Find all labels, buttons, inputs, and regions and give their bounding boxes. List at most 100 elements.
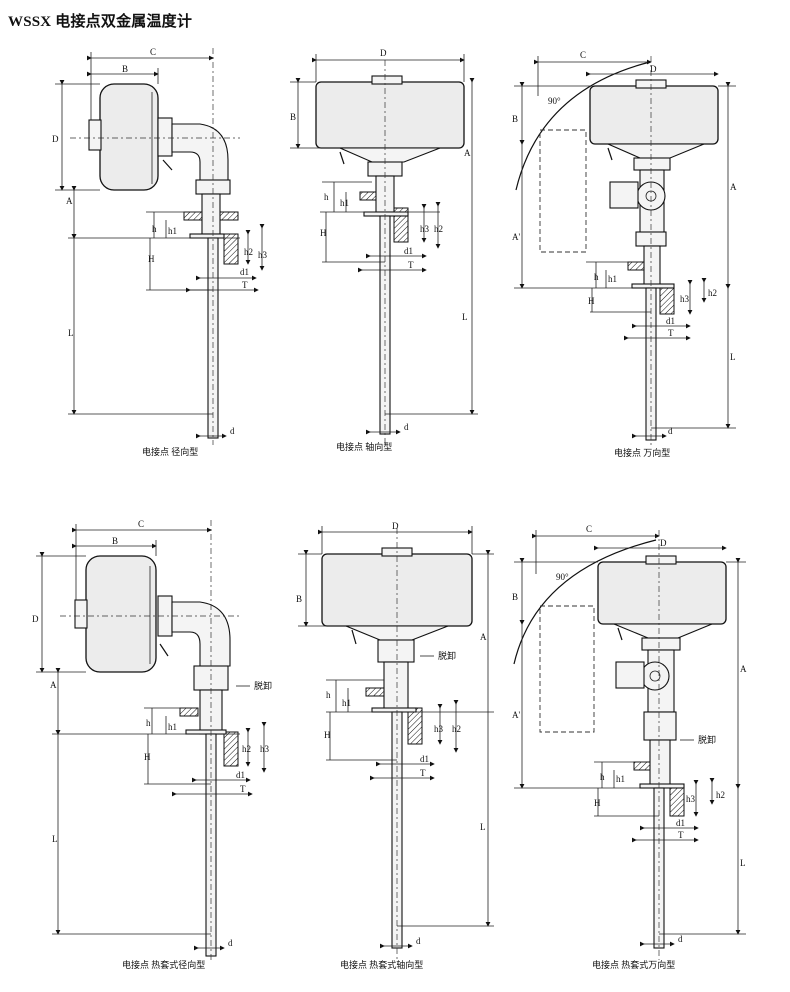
sleeve-axial-label-H: H — [324, 730, 331, 740]
sleeve-axial-label-D: D — [392, 521, 399, 531]
sleeve-radial-label-d1: d1 — [236, 770, 245, 780]
universal-label-A: A — [730, 182, 737, 192]
radial-label-d1: d1 — [240, 267, 249, 277]
axial-label-H: H — [320, 228, 327, 238]
radial-label-h1: h1 — [168, 226, 177, 236]
sleeve-universal-label-H: H — [594, 798, 601, 808]
sleeve-radial-label-h3: h3 — [260, 744, 270, 754]
sleeve-universal-label-C: C — [586, 524, 592, 534]
sleeve-universal-label-detach: 脱卸 — [698, 734, 716, 745]
radial-label-C: C — [150, 47, 156, 57]
diagram-radial: C B D A h h1 H h2 h3 d1 T L d 电接点 径向型 — [52, 47, 268, 457]
sleeve-radial-label-H: H — [144, 752, 151, 762]
universal-label-d: d — [668, 426, 673, 436]
caption-radial: 电接点 径向型 — [142, 446, 198, 457]
sleeve-universal-label-d: d — [678, 934, 683, 944]
sleeve-axial-label-B: B — [296, 594, 302, 604]
universal-label-angle: 90° — [548, 96, 561, 106]
sleeve-axial-label-detach: 脱卸 — [438, 650, 456, 661]
universal-label-h: h — [594, 272, 599, 282]
caption-universal: 电接点 万向型 — [614, 447, 670, 458]
radial-cover-knob — [88, 119, 102, 151]
radial-nut — [157, 117, 173, 157]
radial-label-A: A — [66, 196, 73, 206]
diagram-sleeve-universal: 脱卸 C D 90° B A' A h h1 H h3 h2 d1 T L — [512, 524, 747, 970]
diagram-universal: C D 90° B A' A h h1 H h3 h2 d1 T L d 电接点… — [512, 50, 737, 458]
universal-label-B: B — [512, 114, 518, 124]
caption-sleeve-radial: 电接点 热套式径向型 — [122, 959, 205, 970]
radial-label-H: H — [148, 254, 155, 264]
sleeve-radial-label-d: d — [228, 938, 233, 948]
sleeve-universal-label-A-prime: A' — [512, 710, 520, 720]
universal-ghost-housing — [539, 129, 587, 253]
sleeve-axial-nut — [377, 639, 415, 663]
radial-label-h: h — [152, 224, 157, 234]
caption-sleeve-axial: 电接点 热套式轴向型 — [340, 959, 423, 970]
sleeve-radial-label-T: T — [240, 784, 246, 794]
radial-label-d: d — [230, 426, 235, 436]
sleeve-radial-elbow — [171, 601, 231, 667]
sleeve-radial-label-A: A — [50, 680, 57, 690]
sleeve-axial-label-T: T — [420, 768, 426, 778]
universal-label-h3: h3 — [680, 294, 690, 304]
caption-sleeve-universal: 电接点 热套式万向型 — [592, 959, 675, 970]
radial-label-h3: h3 — [258, 250, 268, 260]
axial-label-h2: h2 — [434, 224, 443, 234]
universal-housing — [589, 85, 719, 145]
radial-label-D: D — [52, 134, 59, 144]
sleeve-axial-label-d1: d1 — [420, 754, 429, 764]
sleeve-universal-label-h3: h3 — [686, 794, 696, 804]
sleeve-radial-label-h1: h1 — [168, 722, 177, 732]
sleeve-universal-ghost-housing — [539, 605, 595, 733]
axial-label-B: B — [290, 112, 296, 122]
sleeve-radial-label-h: h — [146, 718, 151, 728]
axial-label-D: D — [380, 48, 387, 58]
caption-axial: 电接点 轴向型 — [336, 441, 392, 452]
diagram-sleeve-axial: 脱卸 D B A h h1 H h3 h2 d1 T L d 电接点 热套式轴向… — [296, 521, 494, 970]
sleeve-radial-label-B: B — [112, 536, 118, 546]
axial-label-d: d — [404, 422, 409, 432]
sleeve-axial-label-L: L — [480, 822, 486, 832]
sleeve-universal-label-L: L — [740, 858, 746, 868]
axial-label-h1: h1 — [340, 198, 349, 208]
universal-label-h2: h2 — [708, 288, 717, 298]
sleeve-radial-label-detach: 脱卸 — [254, 680, 272, 691]
sleeve-axial-label-h: h — [326, 690, 331, 700]
sleeve-universal-housing — [597, 561, 727, 625]
sleeve-radial-label-D: D — [32, 614, 39, 624]
sleeve-universal-label-h: h — [600, 772, 605, 782]
universal-label-C: C — [580, 50, 586, 60]
sleeve-universal-label-d1: d1 — [676, 818, 685, 828]
sleeve-axial-label-h3: h3 — [434, 724, 444, 734]
sleeve-axial-label-A: A — [480, 632, 487, 642]
sleeve-axial-label-h1: h1 — [342, 698, 351, 708]
radial-elbow — [171, 123, 229, 181]
universal-label-H: H — [588, 296, 595, 306]
radial-label-T: T — [242, 280, 248, 290]
axial-label-A: A — [464, 148, 471, 158]
sleeve-axial-label-h2: h2 — [452, 724, 461, 734]
diagram-axial: D B A h h1 H h3 h2 d1 T L d 电接点 轴向型 — [290, 48, 478, 452]
universal-label-L: L — [730, 352, 736, 362]
sleeve-universal-label-A: A — [740, 664, 747, 674]
universal-label-D: D — [650, 64, 657, 74]
radial-label-h2: h2 — [244, 247, 253, 257]
sleeve-universal-label-h2: h2 — [716, 790, 725, 800]
sleeve-axial-label-d: d — [416, 936, 421, 946]
drawing-title: WSSX 电接点双金属温度计 — [8, 14, 193, 30]
axial-label-T: T — [408, 260, 414, 270]
sleeve-universal-label-B: B — [512, 592, 518, 602]
axial-label-h3: h3 — [420, 224, 430, 234]
radial-stem-upper — [201, 193, 221, 235]
universal-label-h1: h1 — [608, 274, 617, 284]
sleeve-universal-joint — [640, 661, 670, 691]
axial-label-d1: d1 — [404, 246, 413, 256]
sleeve-universal-label-T: T — [678, 830, 684, 840]
diagram-sleeve-radial: 脱卸 C B D A h h1 H h2 h3 d1 T L d 电接点 热套 — [32, 519, 272, 970]
sleeve-universal-label-h1: h1 — [616, 774, 625, 784]
radial-label-L: L — [68, 328, 74, 338]
axial-label-L: L — [462, 312, 468, 322]
sleeve-radial-label-L: L — [52, 834, 58, 844]
axial-housing — [315, 81, 465, 149]
